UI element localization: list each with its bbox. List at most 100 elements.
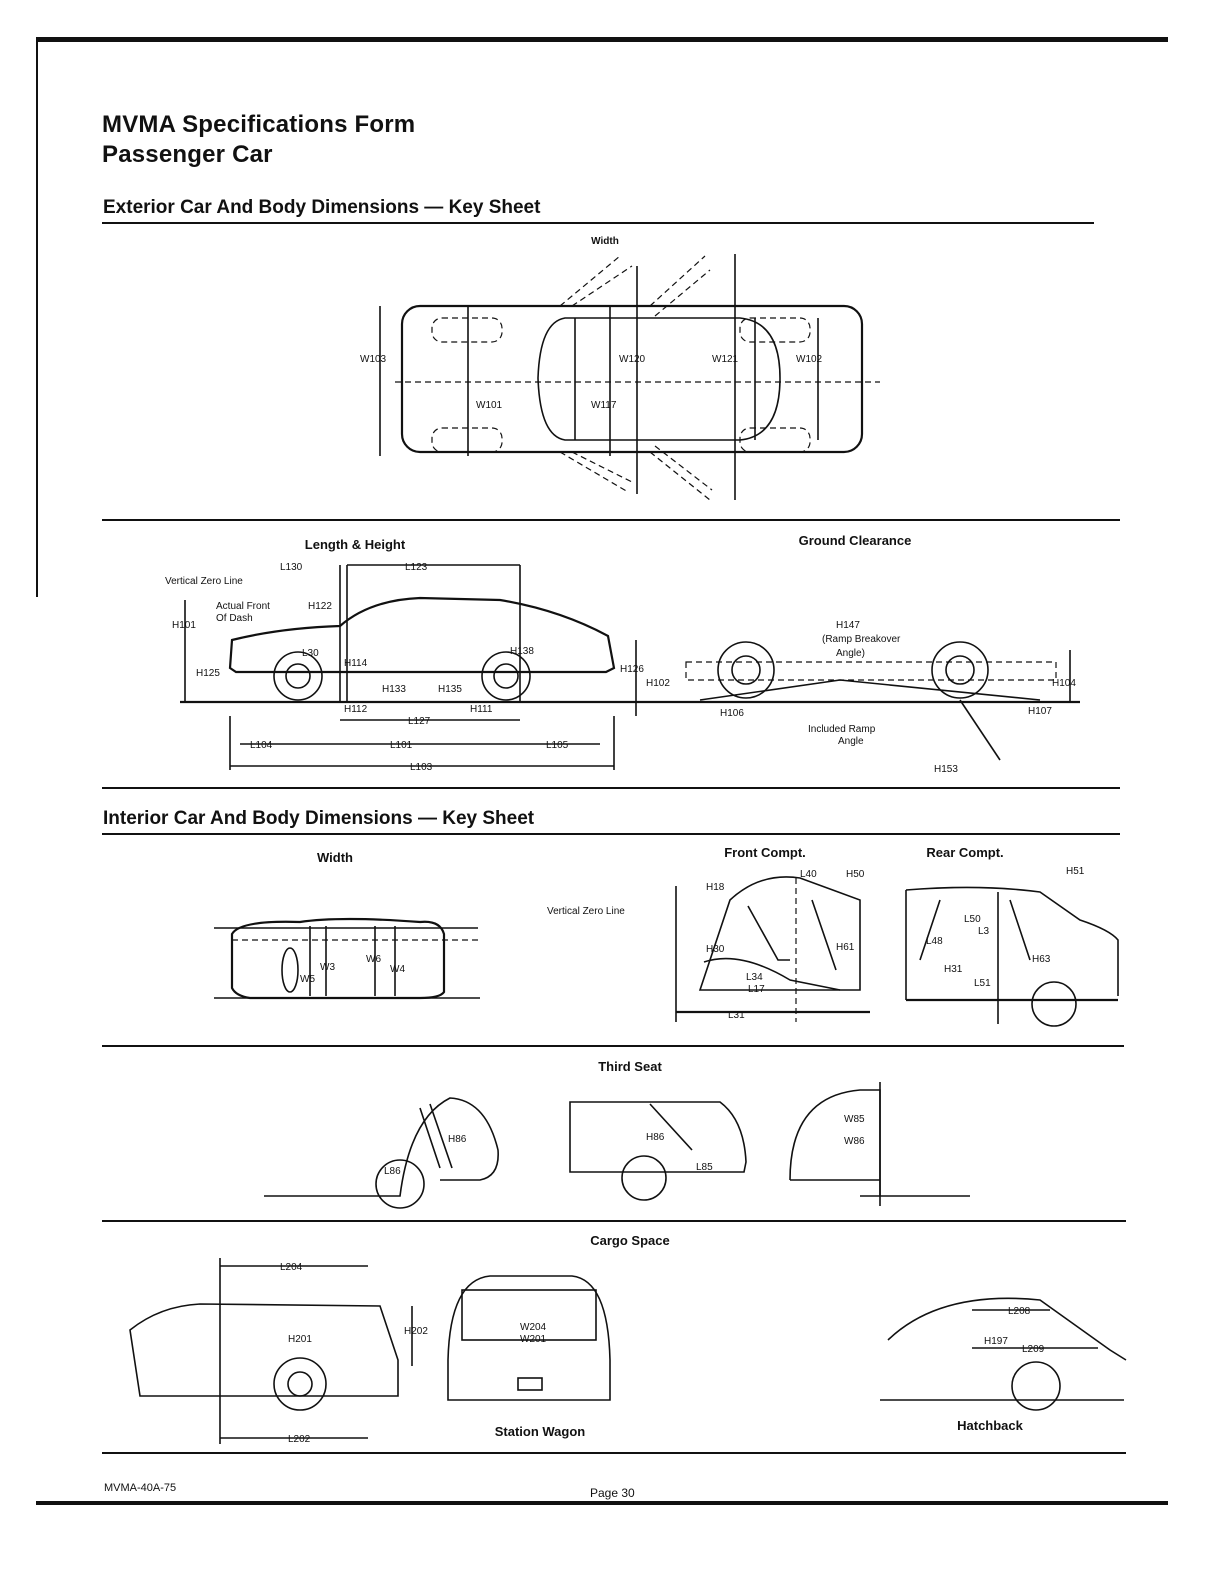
code-h147: H147	[836, 620, 860, 631]
code-h18: H18	[706, 882, 725, 893]
code-h86-a: H86	[448, 1134, 467, 1145]
code-l50: L50	[964, 914, 981, 925]
cargo-space-diagrams: L204 H201 H202 L202 W204 W201 L208 H197 …	[129, 1258, 1127, 1445]
code-w4: W4	[390, 964, 405, 975]
interior-width-diagram: W5 W3 W6 W4	[214, 917, 480, 1000]
interior-heading: Interior Car And Body Dimensions — Key S…	[103, 808, 535, 829]
divider-3	[102, 1045, 1124, 1047]
code-h102: H102	[646, 678, 670, 689]
code-h197: H197	[984, 1336, 1008, 1347]
code-l31: L31	[728, 1010, 745, 1021]
title-line-2: Passenger Car	[102, 141, 273, 168]
label-included-ramp-1: Included Ramp	[808, 724, 876, 735]
top-view-car-diagram: W103 W101 W120 W117 W121 W102	[360, 254, 880, 501]
divider-1	[102, 519, 1120, 521]
code-w3: W3	[320, 962, 335, 973]
left-rule	[36, 37, 38, 597]
third-seat-diagrams: H86 L86 H86 L85 W85 W86	[264, 1082, 970, 1209]
title-line-1: MVMA Specifications Form	[102, 111, 416, 138]
code-l85: L85	[696, 1162, 713, 1173]
label-vertical-zero-line-interior: Vertical Zero Line	[547, 906, 625, 917]
code-l30: L30	[302, 648, 319, 659]
label-ramp-breakover-2: Angle)	[836, 648, 865, 659]
code-l34: L34	[746, 972, 763, 983]
code-l40: L40	[800, 869, 817, 880]
page-title: MVMA Specifications Form Passenger Car	[102, 110, 415, 170]
divider-5	[102, 1452, 1126, 1454]
code-w101: W101	[476, 400, 503, 411]
code-l105: L105	[546, 740, 569, 751]
code-l209: L209	[1022, 1344, 1045, 1355]
code-h133: H133	[382, 684, 406, 695]
code-h31: H31	[944, 964, 963, 975]
code-w201: W201	[520, 1334, 547, 1345]
ground-clearance-diagram: H147 (Ramp Breakover Angle) H102 H106 In…	[635, 620, 1080, 775]
code-h107: H107	[1028, 706, 1052, 717]
code-h61: H61	[836, 942, 855, 953]
code-h126: H126	[620, 664, 644, 675]
code-w5: W5	[300, 974, 315, 985]
code-h135: H135	[438, 684, 462, 695]
code-l103: L103	[410, 762, 433, 773]
divider-2	[102, 787, 1120, 789]
side-view-car-diagram: L130 L123 Vertical Zero Line H101 Actual…	[165, 562, 660, 773]
code-w6: W6	[366, 954, 381, 965]
length-height-subheading: Length & Height	[304, 537, 406, 552]
front-compt-subheading: Front Compt.	[724, 845, 806, 860]
rear-compt-subheading: Rear Compt.	[926, 845, 1004, 860]
code-w120: W120	[619, 354, 646, 365]
code-h104: H104	[1052, 678, 1076, 689]
code-h201: H201	[288, 1334, 312, 1345]
code-l17: L17	[748, 984, 765, 995]
code-h112: H112	[344, 704, 368, 715]
code-h125: H125	[196, 668, 220, 679]
code-w204: W204	[520, 1322, 547, 1333]
code-l204: L204	[280, 1262, 303, 1273]
code-w85: W85	[844, 1114, 865, 1125]
rear-compartment-diagram: H51 L50 L3 L48 H31 H63 L51	[905, 866, 1119, 1027]
form-id: MVMA-40A-75	[104, 1482, 177, 1494]
code-h50: H50	[846, 869, 865, 880]
code-h63: H63	[1032, 954, 1051, 965]
code-h114: H114	[344, 658, 368, 669]
exterior-heading-rule	[102, 222, 1094, 224]
code-w117: W117	[591, 400, 617, 411]
code-w121: W121	[712, 354, 739, 365]
code-h101: H101	[172, 620, 196, 631]
third-seat-subheading: Third Seat	[598, 1059, 662, 1074]
cargo-space-subheading: Cargo Space	[590, 1233, 670, 1248]
code-l51: L51	[974, 978, 991, 989]
code-l130: L130	[280, 562, 303, 573]
divider-4	[102, 1220, 1126, 1222]
code-h86-b: H86	[646, 1132, 665, 1143]
code-h202: H202	[404, 1326, 428, 1337]
code-l123: L123	[405, 562, 428, 573]
front-compartment-diagram: Vertical Zero Line H18 L40 H50 H30 H61 L…	[547, 869, 870, 1022]
hatchback-caption: Hatchback	[957, 1418, 1023, 1433]
interior-width-subheading: Width	[317, 850, 353, 865]
station-wagon-caption: Station Wagon	[494, 1424, 586, 1439]
code-l208: L208	[1008, 1306, 1031, 1317]
code-l104: L104	[250, 740, 273, 751]
interior-heading-rule	[102, 833, 1120, 835]
exterior-heading: Exterior Car And Body Dimensions — Key S…	[103, 197, 541, 218]
code-l127: L127	[408, 716, 431, 727]
code-w103: W103	[360, 354, 387, 365]
label-actual-front-2: Of Dash	[216, 613, 253, 624]
label-included-ramp-2: Angle	[838, 736, 864, 747]
code-h138: H138	[510, 646, 534, 657]
code-l202: L202	[288, 1434, 311, 1445]
code-h106: H106	[720, 708, 744, 719]
code-w102: W102	[796, 354, 823, 365]
bottom-rule	[36, 1501, 1168, 1505]
width-subheading: Width	[591, 236, 619, 247]
page-number: Page 30	[590, 1486, 635, 1500]
code-w86: W86	[844, 1136, 865, 1147]
code-h153: H153	[934, 764, 958, 775]
code-h51: H51	[1066, 866, 1085, 877]
code-h111: H111	[470, 704, 493, 715]
label-ramp-breakover-1: (Ramp Breakover	[822, 634, 901, 645]
code-l101: L101	[390, 740, 413, 751]
